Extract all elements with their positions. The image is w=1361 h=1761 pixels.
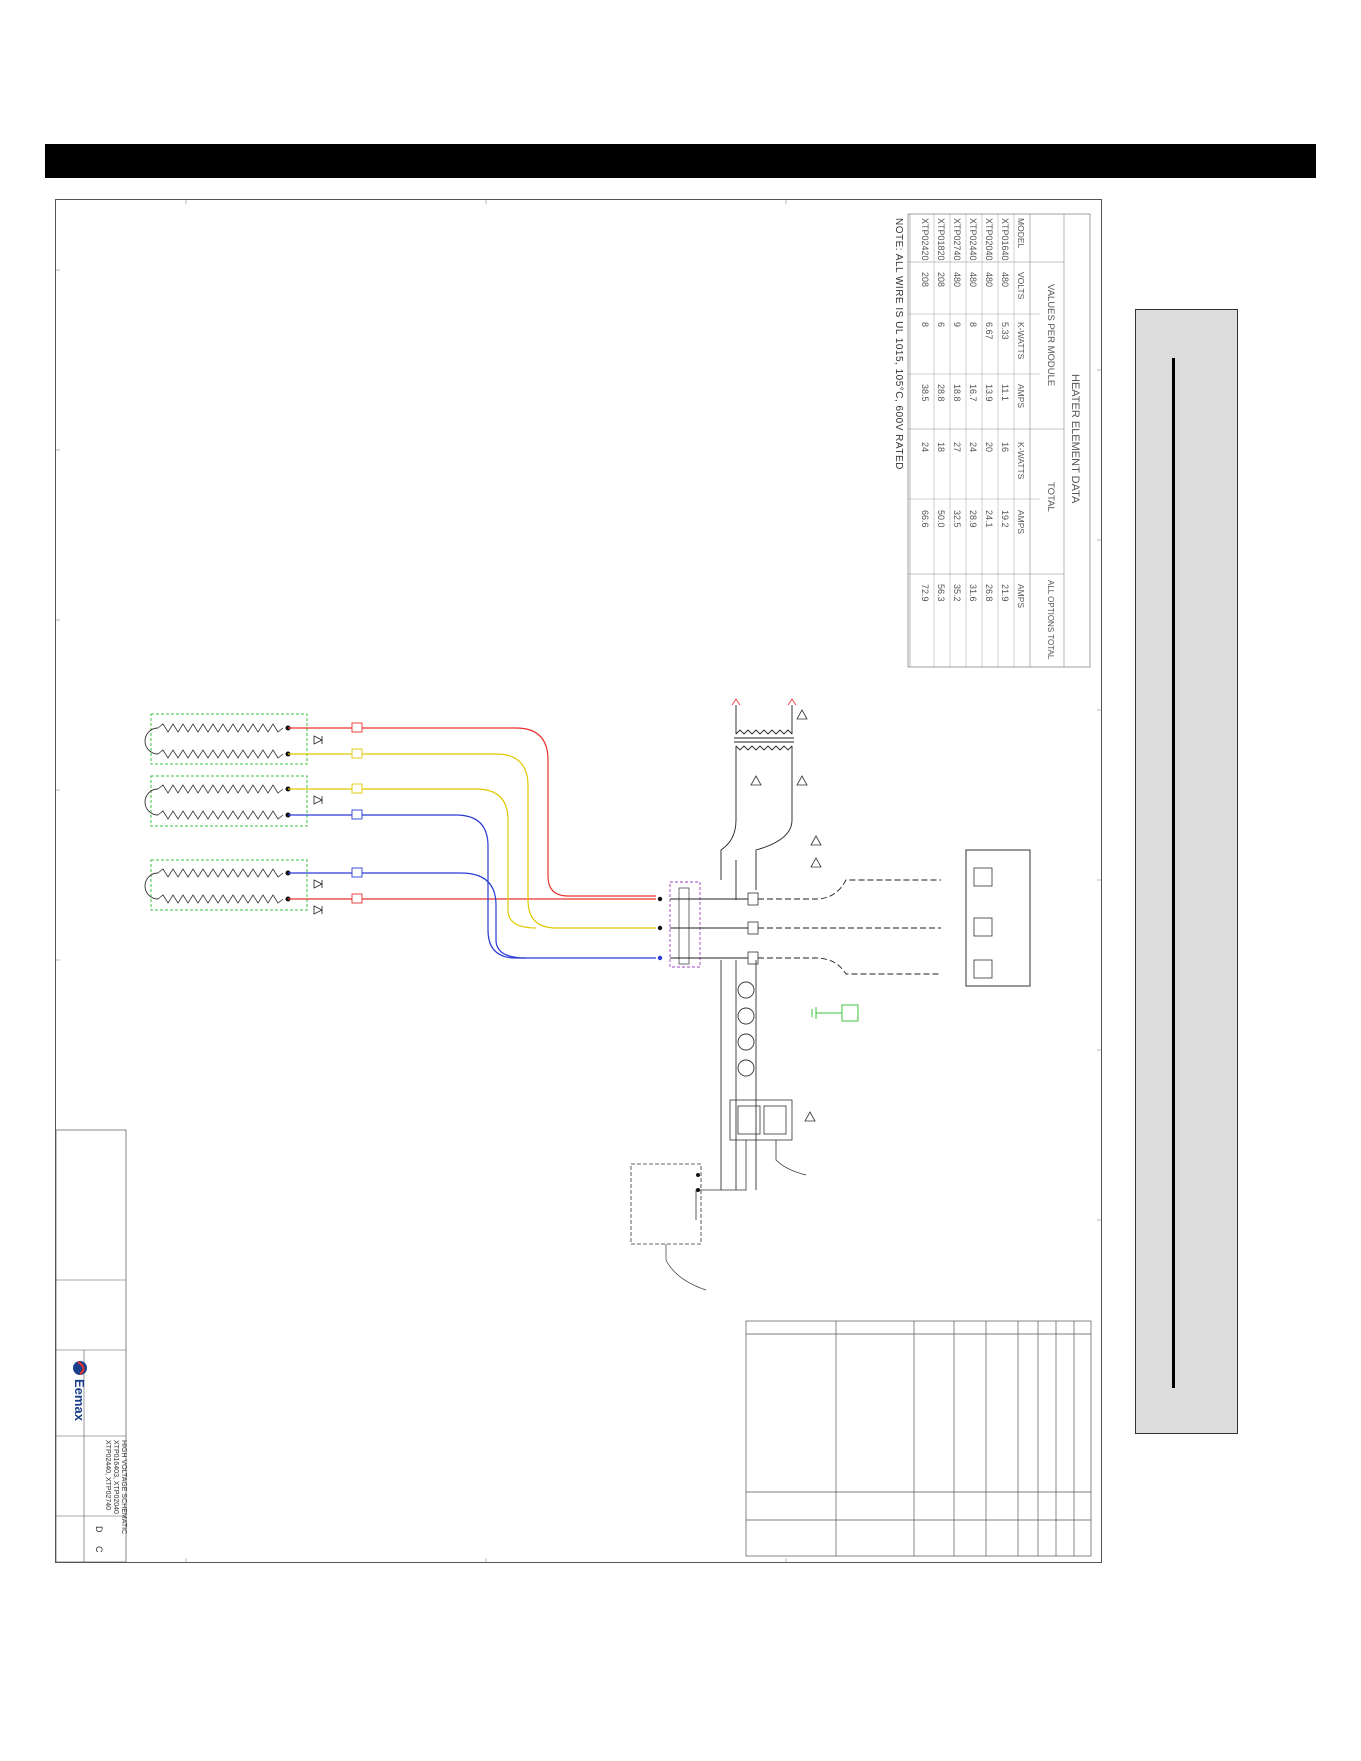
customer-breaker-panel [965, 849, 1031, 987]
table-cell: 16.7 [968, 384, 978, 402]
wire-red [288, 727, 656, 900]
cable-conduit [720, 960, 757, 1190]
wire-tags [351, 722, 363, 904]
side-panel-rule [1172, 358, 1175, 1388]
control-transformer [720, 705, 794, 900]
table-cell: 8 [920, 322, 930, 327]
table-cell: 16 [1000, 442, 1010, 452]
thermal-cutoff-symbols [313, 735, 323, 915]
table-cell: XTP02440 [968, 218, 978, 261]
table-cell: 56.3 [936, 584, 946, 602]
leader-line [665, 1244, 707, 1291]
contactor-terminals [747, 892, 759, 965]
table-cell: 20 [984, 442, 994, 452]
flow-switch-box [630, 1163, 702, 1245]
table-cell: 35.2 [952, 584, 962, 602]
drawing-title-line-2: XTP016403, XTP02040 [112, 1440, 119, 1514]
side-panel [1135, 309, 1238, 1434]
table-cell: 66.6 [920, 510, 930, 528]
company-name: Eemax [72, 1379, 87, 1422]
terminal-block [669, 881, 756, 968]
table-cell: 28.9 [968, 510, 978, 528]
table-cell: 72.9 [920, 584, 930, 602]
table-cell: XTP02420 [920, 218, 930, 261]
table-cell: 480 [952, 272, 962, 287]
table-column-header: K-WATTS [1016, 322, 1026, 360]
drawing-title-line-1: HIGH VOLTAGE SCHEMATIC [120, 1440, 127, 1534]
revision-table [745, 1320, 1092, 1557]
heater-chamber-2 [144, 775, 308, 827]
ground-symbol [811, 1004, 859, 1022]
transformer-fuses [731, 698, 797, 706]
table-cell: 19.2 [1000, 510, 1010, 528]
table-cell: 480 [984, 272, 994, 287]
table-note: NOTE: ALL WIRE IS UL 1015, 105°C, 600V R… [893, 218, 904, 470]
table-cell: 480 [1000, 272, 1010, 287]
schematic-sheet: HEATER ELEMENT DATA VALUES PER MODULE TO… [55, 199, 1102, 1563]
table-cell: 24 [968, 442, 978, 452]
table-cell: 18.8 [952, 384, 962, 402]
relay-block [695, 1099, 807, 1220]
drawing-title-line-3: XTP02440, XTP02740 [104, 1440, 111, 1510]
wire-blue [288, 814, 656, 959]
eemax-logo: Eemax [72, 1361, 87, 1422]
table-cell: XTP01640 [1000, 218, 1010, 261]
table-column-header: K-WATTS [1016, 442, 1026, 480]
table-cell: 50.0 [936, 510, 946, 528]
table-cell: 8 [968, 322, 978, 327]
sheet-border-ticks [56, 200, 1101, 1562]
header-bar [45, 144, 1316, 178]
table-values-header: VALUES PER MODULE [1045, 284, 1056, 386]
table-title: HEATER ELEMENT DATA [1069, 374, 1081, 504]
table-column-header: MODEL [1016, 218, 1026, 249]
schematic-drawing: HEATER ELEMENT DATA VALUES PER MODULE TO… [55, 200, 1101, 1563]
heater-chamber-3 [144, 859, 308, 911]
table-all-options-header: ALL OPTIONS TOTAL [1046, 580, 1055, 660]
table-column-header: VOLTS [1016, 272, 1026, 300]
junction-dots [657, 896, 663, 961]
table-total-header: TOTAL [1045, 482, 1056, 512]
table-column-header: AMPS [1016, 384, 1026, 408]
table-cell: 13.9 [984, 384, 994, 402]
table-cell: 6 [936, 322, 946, 327]
table-rows: XTP01640 480 5.33 11.1 16 19.2 21.9 XTP02040 480… [920, 218, 1010, 602]
table-column-header: AMPS [1016, 510, 1026, 534]
table-cell: 28.8 [936, 384, 946, 402]
table-cell: 18 [936, 442, 946, 452]
title-block: Eemax HIGH VOLTAGE SCHEMATIC XTP016403, … [55, 1129, 127, 1563]
table-cell: 26.8 [984, 584, 994, 602]
table-cell: XTP02740 [952, 218, 962, 261]
table-cell: 480 [968, 272, 978, 287]
wire-yellow [288, 753, 656, 929]
drawing-size: D [94, 1526, 104, 1533]
table-column-header: AMPS [1016, 584, 1026, 608]
supply-lines [758, 879, 941, 975]
table-cell: 38.5 [920, 384, 930, 402]
table-cell: XTP01820 [936, 218, 946, 261]
table-cell: 31.6 [968, 584, 978, 602]
heater-element-table: HEATER ELEMENT DATA VALUES PER MODULE TO… [893, 213, 1091, 668]
table-cell: 9 [952, 322, 962, 327]
heater-chamber-1 [144, 713, 308, 765]
table-cell: 27 [952, 442, 962, 452]
table-cell: 208 [936, 272, 946, 287]
table-cell: 11.1 [1000, 384, 1010, 401]
table-cell: 32.5 [952, 510, 962, 528]
drawing-rev: C [94, 1546, 104, 1553]
caution-icon [750, 709, 822, 1122]
table-cell: 208 [920, 272, 930, 287]
table-cell: 6.67 [984, 322, 994, 340]
table-cell: 24.1 [984, 510, 994, 528]
table-cell: 24 [920, 442, 930, 452]
table-cell: 5.33 [1000, 322, 1010, 340]
table-cell: 21.9 [1000, 584, 1010, 602]
table-cell: XTP02040 [984, 218, 994, 261]
table-column-headers: MODEL VOLTS K-WATTS AMPS K-WATTS AMPS AMPS [1016, 218, 1026, 608]
